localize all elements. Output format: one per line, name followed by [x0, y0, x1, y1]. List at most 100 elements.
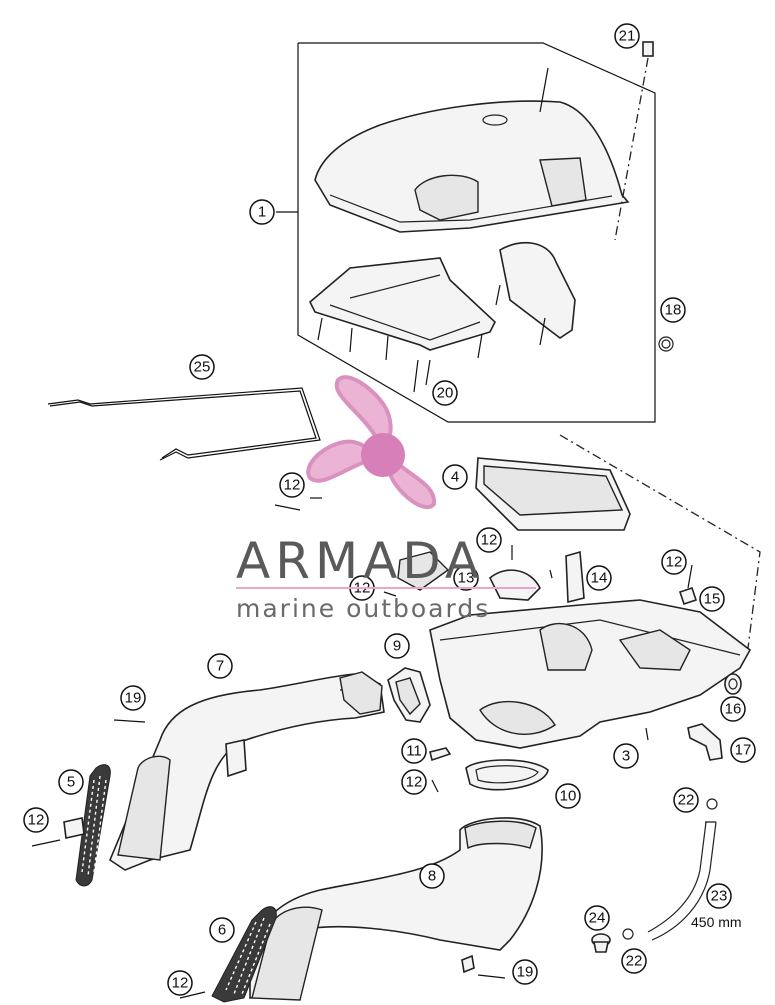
svg-text:1: 1 [258, 204, 266, 221]
airbox-housing [429, 599, 752, 749]
callout-19: 19 [120, 685, 146, 711]
clamp-18 [658, 336, 674, 352]
svg-text:3: 3 [622, 748, 630, 765]
air-filter [475, 457, 631, 531]
callout-14: 14 [586, 565, 612, 591]
svg-text:12: 12 [481, 532, 498, 549]
callout-10: 10 [555, 783, 581, 809]
svg-text:12: 12 [406, 774, 423, 791]
callout-12: 12 [476, 527, 502, 553]
callout-9: 9 [384, 633, 410, 659]
svg-text:19: 19 [517, 964, 534, 981]
callout-19: 19 [512, 959, 538, 985]
callout-6: 6 [209, 917, 235, 943]
propeller-blade-left [306, 439, 372, 483]
airbox-cover [314, 67, 630, 233]
callout-12: 12 [167, 970, 193, 996]
hose-23 [647, 821, 717, 941]
callout-8: 8 [419, 863, 445, 889]
callout-24: 24 [584, 905, 610, 931]
callout-1: 1 [249, 199, 275, 225]
clamp-22 [622, 798, 718, 940]
svg-text:12: 12 [172, 975, 189, 992]
watermark-logo [306, 375, 437, 510]
fasteners-12 [31, 497, 513, 999]
svg-text:12: 12 [28, 812, 45, 829]
callout-16: 16 [720, 696, 746, 722]
grille-5 [63, 764, 111, 887]
svg-text:10: 10 [560, 788, 577, 805]
svg-text:22: 22 [678, 792, 695, 809]
watermark-brand: ARMADA [236, 532, 484, 590]
intake-boot-9 [387, 667, 431, 723]
hose-length-label: 450 mm [691, 914, 742, 930]
callout-25: 25 [189, 354, 215, 380]
svg-text:25: 25 [194, 359, 211, 376]
callout-13: 13 [453, 565, 479, 591]
callout-15: 15 [699, 586, 725, 612]
callout-20: 20 [432, 380, 458, 406]
callout-4: 4 [442, 464, 468, 490]
wire-25 [47, 387, 321, 461]
svg-text:7: 7 [216, 658, 224, 675]
callout-7: 7 [207, 653, 233, 679]
svg-text:14: 14 [591, 570, 608, 587]
callout-5: 5 [58, 769, 84, 795]
grille-6 [211, 906, 277, 1003]
airbox-cover-group-outline [276, 42, 656, 423]
bracket-14 [565, 550, 585, 604]
svg-text:6: 6 [218, 922, 226, 939]
callout-11: 11 [401, 738, 427, 764]
svg-text:23: 23 [711, 888, 728, 905]
nut-15 [678, 564, 698, 606]
svg-text:17: 17 [735, 742, 752, 759]
callout-12: 12 [661, 549, 687, 575]
bracket-13 [397, 551, 553, 601]
propeller-blade-top [334, 375, 393, 442]
svg-text:12: 12 [666, 554, 683, 571]
bolts-20 [413, 359, 431, 393]
callout-12: 12 [401, 769, 427, 795]
airbox-frame [309, 257, 496, 361]
svg-text:16: 16 [725, 701, 742, 718]
svg-text:8: 8 [428, 868, 436, 885]
watermark-text: ARMADA marine outboards [236, 532, 536, 623]
seal-10 [465, 759, 549, 791]
callout-17: 17 [730, 737, 756, 763]
svg-text:22: 22 [626, 953, 643, 970]
assembly-leader-cover [559, 434, 761, 649]
svg-text:11: 11 [406, 743, 422, 760]
callout-22: 22 [621, 948, 647, 974]
callout-3: 3 [613, 743, 639, 769]
propeller-hub [361, 433, 405, 477]
svg-text:19: 19 [125, 690, 142, 707]
svg-text:13: 13 [458, 570, 475, 587]
svg-text:24: 24 [589, 910, 606, 927]
watermark-tagline: marine outboards [236, 594, 490, 623]
svg-text:18: 18 [665, 302, 682, 319]
grommet-16 [724, 673, 742, 695]
fasteners-19 [113, 719, 506, 979]
svg-text:12: 12 [284, 477, 301, 494]
callout-21: 21 [614, 23, 640, 49]
clip-11 [429, 747, 452, 762]
callout-22: 22 [673, 787, 699, 813]
intake-duct-upper-7 [109, 671, 385, 871]
svg-text:5: 5 [67, 774, 75, 791]
svg-text:15: 15 [704, 591, 721, 608]
svg-text:9: 9 [393, 638, 401, 655]
svg-text:20: 20 [437, 385, 454, 402]
callout-12: 12 [279, 472, 305, 498]
elbow-17 [687, 723, 723, 761]
callout-23: 23 [706, 883, 732, 909]
screw-21 [614, 41, 654, 241]
intake-duct-lower-8 [249, 817, 543, 1001]
svg-text:21: 21 [619, 28, 636, 45]
callout-12: 12 [23, 807, 49, 833]
airbox-side-plate [495, 242, 576, 346]
cap-24 [591, 933, 611, 953]
svg-text:4: 4 [451, 469, 459, 486]
callout-18: 18 [660, 297, 686, 323]
